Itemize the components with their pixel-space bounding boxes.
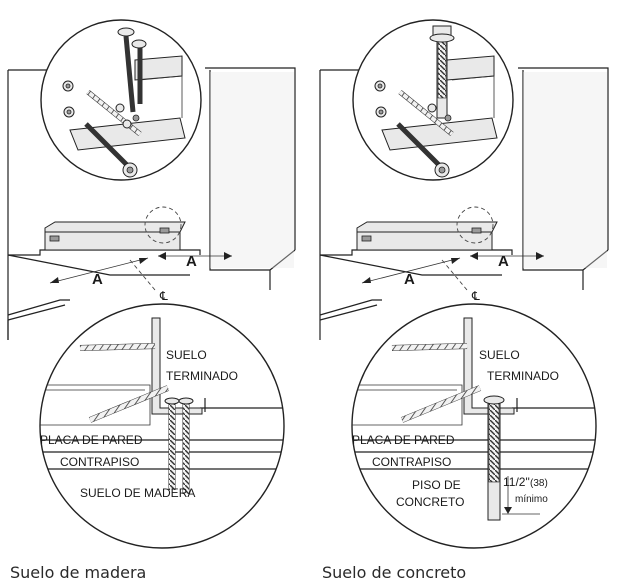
right-label-concreto: CONCRETO [396, 495, 464, 509]
left-label-suelo: SUELO [166, 348, 207, 362]
right-dim-a2: A [498, 253, 509, 270]
right-floor-bracket [356, 206, 498, 251]
right-dim-a1: A [404, 271, 415, 288]
left-dimension: A A ℄ [49, 252, 232, 303]
left-room-walls [7, 67, 296, 340]
left-dim-a1: A [92, 271, 103, 288]
left-top-detail-circle [40, 19, 202, 181]
right-label-dimension-mm: (38) [530, 478, 548, 489]
right-bottom-detail-circle: SUELO TERMINADO PLACA DE PARED CONTRAPIS… [351, 303, 597, 549]
left-diagram: A A ℄ [7, 19, 296, 549]
right-label-suelo: SUELO [479, 348, 520, 362]
right-centerline: ℄ [471, 289, 480, 303]
right-label-minimo: mínimo [515, 494, 548, 505]
left-label-contrapiso: CONTRAPISO [60, 455, 139, 469]
caption-wood-floor: Suelo de madera [10, 563, 147, 582]
caption-concrete-floor: Suelo de concreto [322, 563, 467, 582]
right-diagram: A A ℄ [319, 19, 609, 549]
left-label-placa: PLACA DE PARED [40, 433, 143, 447]
left-centerline: ℄ [159, 289, 168, 303]
left-floor-bracket [44, 206, 186, 251]
right-dimension: A A ℄ [361, 252, 544, 303]
right-top-detail-circle [352, 19, 514, 181]
left-dim-a2: A [186, 253, 197, 270]
right-room-walls [319, 67, 609, 340]
right-label-piso: PISO DE [412, 478, 461, 492]
left-label-floor: SUELO DE MADERA [80, 486, 195, 500]
right-label-placa: PLACA DE PARED [352, 433, 455, 447]
right-label-contrapiso: CONTRAPISO [372, 455, 451, 469]
left-label-terminado: TERMINADO [166, 369, 238, 383]
left-bottom-detail-circle: SUELO TERMINADO PLACA DE PARED CONTRAPIS… [39, 303, 285, 549]
right-label-terminado: TERMINADO [487, 369, 559, 383]
right-label-dimension: 11/2" [503, 475, 530, 489]
